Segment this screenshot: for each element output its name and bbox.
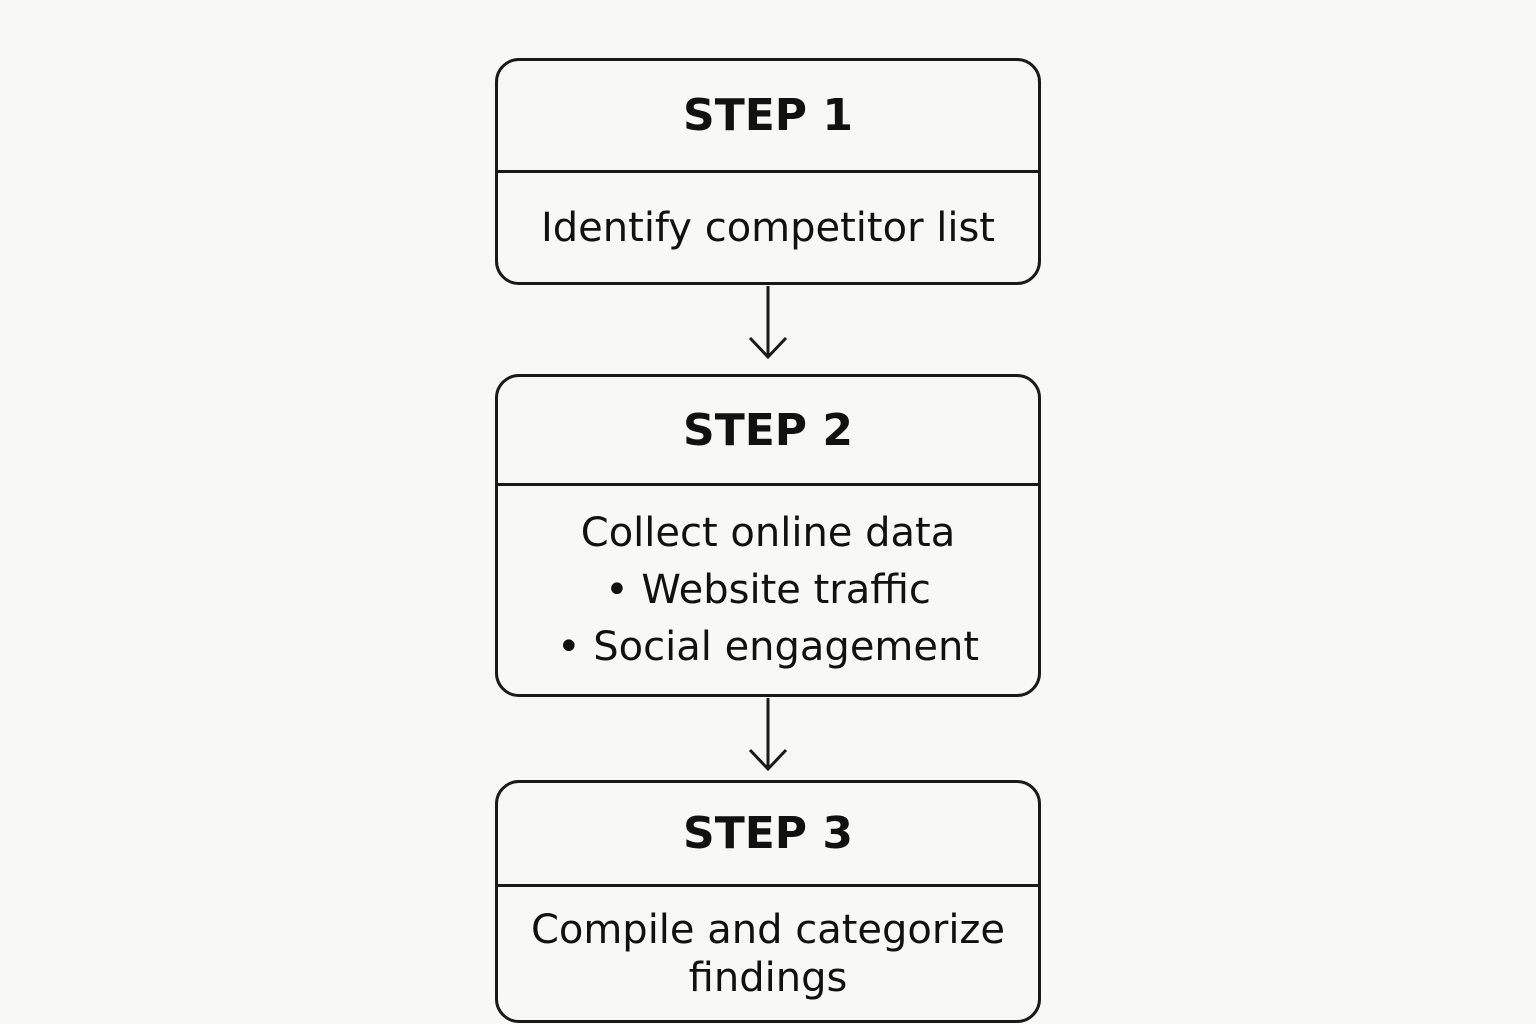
step-1-title: STEP 1 xyxy=(683,90,853,141)
step-2-bullet-website-traffic: • Website traffic xyxy=(605,566,931,613)
step-2-box: STEP 2 Collect online data • Website tra… xyxy=(495,374,1041,697)
step-2-header: STEP 2 xyxy=(498,377,1038,486)
step-1-header: STEP 1 xyxy=(498,61,1038,173)
step-2-bullet-social-engagement: • Social engagement xyxy=(556,623,980,670)
step-3-body: Compile and categorize findings xyxy=(498,887,1038,1020)
step-2-body: Collect online data • Website traffic • … xyxy=(498,486,1038,694)
step-2-text: Collect online data xyxy=(580,509,956,556)
step-3-text-line-2: findings xyxy=(688,954,848,1001)
step-1-text: Identify competitor list xyxy=(540,204,995,251)
step-3-box: STEP 3 Compile and categorize findings xyxy=(495,780,1041,1023)
step-3-text-line-1: Compile and categorize xyxy=(530,906,1006,953)
arrow-down-icon xyxy=(748,286,788,360)
step-3-header: STEP 3 xyxy=(498,783,1038,887)
step-3-title: STEP 3 xyxy=(683,808,853,859)
arrow-down-icon xyxy=(748,698,788,772)
step-1-body: Identify competitor list xyxy=(498,173,1038,282)
step-1-box: STEP 1 Identify competitor list xyxy=(495,58,1041,285)
step-2-title: STEP 2 xyxy=(683,404,853,456)
